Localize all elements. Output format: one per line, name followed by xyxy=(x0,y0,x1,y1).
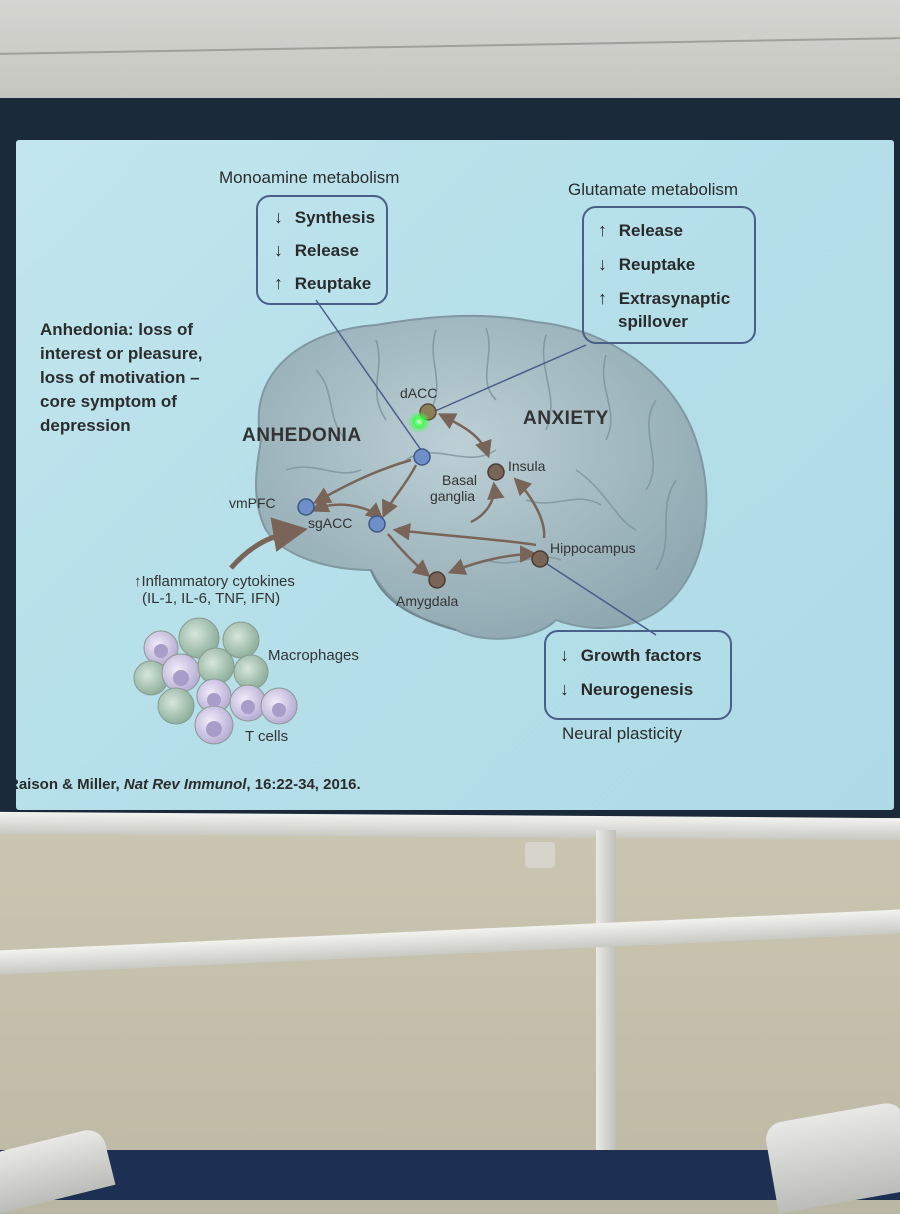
wall xyxy=(0,818,900,1200)
up-arrow-icon: ↑ xyxy=(274,273,290,294)
note-line: loss of motivation – xyxy=(40,366,203,390)
ganglia-line: ganglia xyxy=(428,488,477,504)
anhedonia-label: ANHEDONIA xyxy=(242,425,362,447)
node-basal-ganglia xyxy=(414,449,430,465)
note-line: Anhedonia: loss of xyxy=(40,318,203,342)
brain-illustration xyxy=(256,316,706,639)
monoamine-item-synthesis: ↓ Synthesis xyxy=(274,207,375,228)
plasticity-item-growth-factors: ↓ Growth factors xyxy=(560,645,702,666)
floor xyxy=(0,1150,900,1200)
glutamate-item-spillover: spillover xyxy=(618,312,688,332)
cytokines-label: ↑Inflammatory cytokines (IL-1, IL-6, TNF… xyxy=(134,573,295,607)
region-label-insula: Insula xyxy=(508,458,545,474)
anxiety-label: ANXIETY xyxy=(523,408,609,430)
down-arrow-icon: ↓ xyxy=(560,679,576,700)
cytokines-line2: (IL-1, IL-6, TNF, IFN) xyxy=(142,590,295,607)
anhedonia-note: Anhedonia: loss of interest or pleasure,… xyxy=(40,318,203,438)
monoamine-title: Monoamine metabolism xyxy=(219,168,399,188)
railing-bracket xyxy=(525,842,555,868)
citation-details: , 16:22-34, 2016. xyxy=(246,776,360,793)
down-arrow-icon: ↓ xyxy=(274,207,290,228)
immune-cells-illustration xyxy=(134,618,297,744)
region-label-hippocampus: Hippocampus xyxy=(550,540,636,556)
down-arrow-icon: ↓ xyxy=(598,254,614,275)
node-hippocampus xyxy=(532,551,548,567)
node-vmpfc xyxy=(298,499,314,515)
citation: Raison & Miller, Nat Rev Immunol, 16:22-… xyxy=(16,776,361,793)
railing-post xyxy=(596,830,616,1200)
note-line: depression xyxy=(40,414,203,438)
region-label-sgacc: sgACC xyxy=(308,515,352,531)
plasticity-item-neurogenesis: ↓ Neurogenesis xyxy=(560,679,693,700)
tcells-label: T cells xyxy=(245,728,288,745)
laser-pointer-dot xyxy=(408,411,430,433)
node-sgacc xyxy=(369,516,385,532)
projected-slide: Monoamine metabolism ↓ Synthesis ↓ Relea… xyxy=(16,140,894,810)
glutamate-item-release: ↑ Release xyxy=(598,220,683,241)
plasticity-title: Neural plasticity xyxy=(562,724,682,744)
region-label-vmpfc: vmPFC xyxy=(229,495,276,511)
note-line: interest or pleasure, xyxy=(40,342,203,366)
note-line: core symptom of xyxy=(40,390,203,414)
region-label-dacc: dACC xyxy=(400,385,437,401)
glutamate-item-extrasynaptic: ↑ Extrasynaptic xyxy=(598,288,730,309)
macrophages-label: Macrophages xyxy=(268,647,359,664)
glutamate-box: ↑ Release ↓ Reuptake ↑ Extrasynaptic spi… xyxy=(582,206,756,344)
up-arrow-icon: ↑ xyxy=(598,220,614,241)
cytokines-line1: ↑Inflammatory cytokines xyxy=(134,573,295,590)
monoamine-item-reuptake: ↑ Reuptake xyxy=(274,273,371,294)
plasticity-box: ↓ Growth factors ↓ Neurogenesis xyxy=(544,630,732,720)
region-label-amygdala: Amygdala xyxy=(396,593,458,609)
node-insula xyxy=(488,464,504,480)
up-arrow-icon: ↑ xyxy=(598,288,614,309)
node-amygdala xyxy=(429,572,445,588)
down-arrow-icon: ↓ xyxy=(560,645,576,666)
down-arrow-icon: ↓ xyxy=(274,240,290,261)
glutamate-item-reuptake: ↓ Reuptake xyxy=(598,254,695,275)
basal-line: Basal xyxy=(442,472,477,488)
citation-journal: Nat Rev Immunol xyxy=(124,776,247,793)
glutamate-title: Glutamate metabolism xyxy=(568,180,738,200)
region-label-basal-ganglia: Basal ganglia xyxy=(442,472,477,504)
monoamine-box: ↓ Synthesis ↓ Release ↑ Reuptake xyxy=(256,195,388,305)
monoamine-item-release: ↓ Release xyxy=(274,240,359,261)
citation-authors: Raison & Miller, xyxy=(16,776,124,793)
